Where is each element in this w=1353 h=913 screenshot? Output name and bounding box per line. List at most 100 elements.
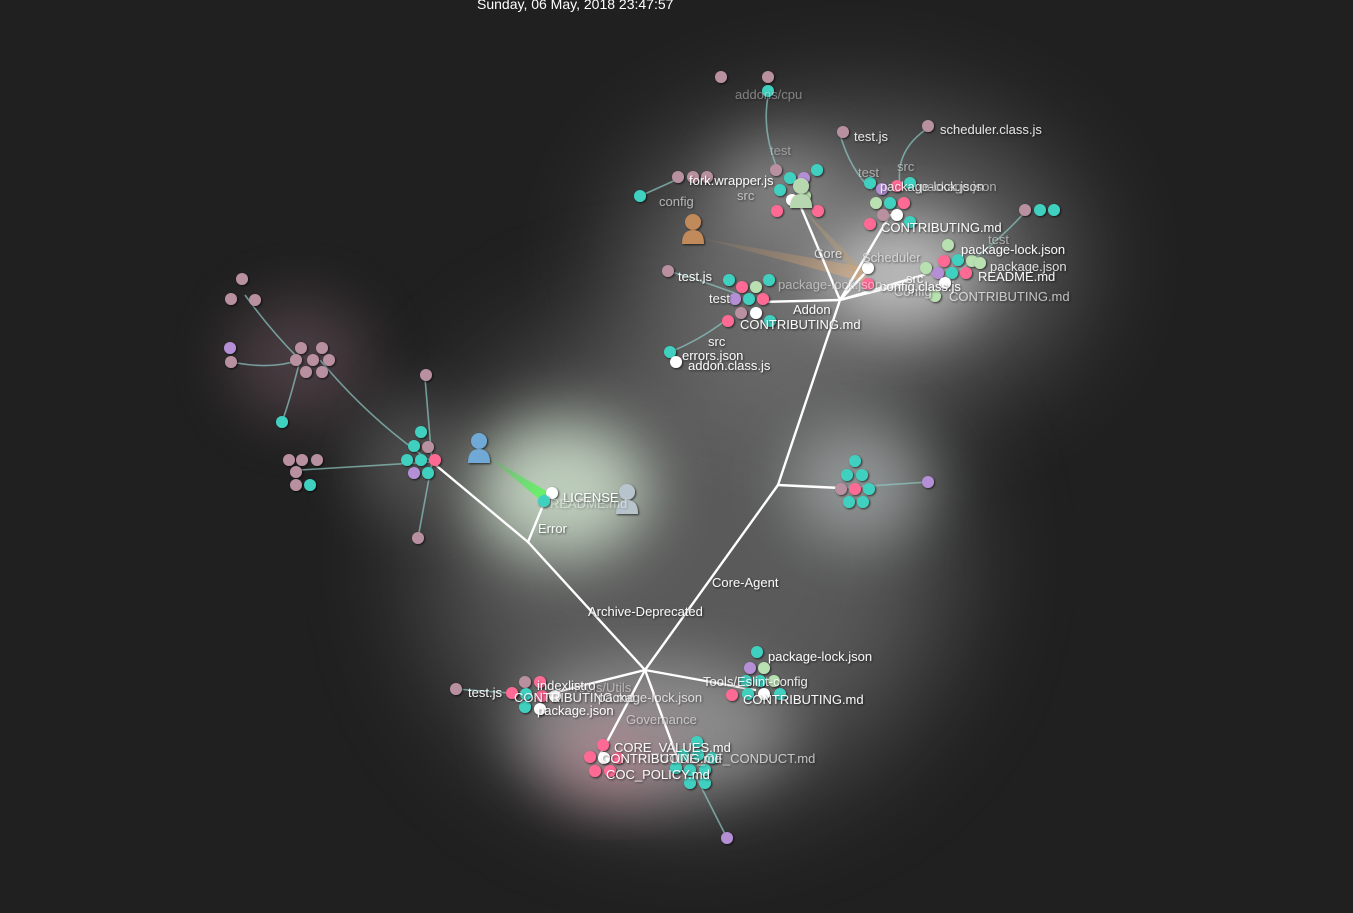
file-node[interactable] <box>762 85 774 97</box>
file-node[interactable] <box>849 483 861 495</box>
file-node[interactable] <box>534 703 546 715</box>
file-node[interactable] <box>670 762 682 774</box>
file-node[interactable] <box>706 752 718 764</box>
file-node[interactable] <box>835 483 847 495</box>
file-node[interactable] <box>699 777 711 789</box>
file-node[interactable] <box>699 764 711 776</box>
file-node[interactable] <box>864 177 876 189</box>
file-node[interactable] <box>236 273 248 285</box>
file-node[interactable] <box>758 688 770 700</box>
file-node[interactable] <box>415 426 427 438</box>
file-node[interactable] <box>922 476 934 488</box>
file-node[interactable] <box>774 184 786 196</box>
file-node[interactable] <box>307 354 319 366</box>
file-node[interactable] <box>408 440 420 452</box>
file-node[interactable] <box>412 532 424 544</box>
file-node[interactable] <box>857 496 869 508</box>
file-node[interactable] <box>757 293 769 305</box>
file-node[interactable] <box>952 254 964 266</box>
file-node[interactable] <box>687 171 699 183</box>
file-node[interactable] <box>598 752 610 764</box>
file-node[interactable] <box>290 479 302 491</box>
file-node[interactable] <box>770 164 782 176</box>
file-node[interactable] <box>726 689 738 701</box>
file-node[interactable] <box>1034 204 1046 216</box>
file-node[interactable] <box>876 183 888 195</box>
file-node[interactable] <box>290 466 302 478</box>
file-node[interactable] <box>768 675 780 687</box>
file-node[interactable] <box>721 832 733 844</box>
file-node[interactable] <box>932 267 944 279</box>
file-node[interactable] <box>316 342 328 354</box>
file-node[interactable] <box>946 267 958 279</box>
file-node[interactable] <box>408 467 420 479</box>
file-node[interactable] <box>939 277 951 289</box>
contributor-avatar[interactable] <box>468 433 490 463</box>
file-node[interactable] <box>762 71 774 83</box>
file-node[interactable] <box>974 257 986 269</box>
file-node[interactable] <box>450 683 462 695</box>
file-node[interactable] <box>538 495 550 507</box>
file-node[interactable] <box>519 676 531 688</box>
file-node[interactable] <box>922 120 934 132</box>
file-node[interactable] <box>519 701 531 713</box>
file-node[interactable] <box>763 274 775 286</box>
file-node[interactable] <box>401 454 413 466</box>
file-node[interactable] <box>870 197 882 209</box>
file-node[interactable] <box>304 479 316 491</box>
file-node[interactable] <box>849 455 861 467</box>
file-node[interactable] <box>684 777 696 789</box>
contributor-avatar[interactable] <box>616 484 638 514</box>
file-node[interactable] <box>276 416 288 428</box>
file-node[interactable] <box>549 690 561 702</box>
file-node[interactable] <box>249 294 261 306</box>
file-node[interactable] <box>811 164 823 176</box>
file-node[interactable] <box>1019 204 1031 216</box>
file-node[interactable] <box>604 765 616 777</box>
file-node[interactable] <box>1048 204 1060 216</box>
file-node[interactable] <box>891 209 903 221</box>
file-node[interactable] <box>904 216 916 228</box>
file-node[interactable] <box>691 736 703 748</box>
file-node[interactable] <box>283 454 295 466</box>
file-node[interactable] <box>670 356 682 368</box>
file-node[interactable] <box>764 315 776 327</box>
file-node[interactable] <box>664 346 676 358</box>
file-node[interactable] <box>784 172 796 184</box>
file-node[interactable] <box>612 752 624 764</box>
file-node[interactable] <box>422 467 434 479</box>
file-node[interactable] <box>225 293 237 305</box>
file-node[interactable] <box>751 646 763 658</box>
file-node[interactable] <box>225 356 237 368</box>
file-node[interactable] <box>735 307 747 319</box>
file-node[interactable] <box>420 369 432 381</box>
file-node[interactable] <box>224 342 236 354</box>
file-node[interactable] <box>862 262 874 274</box>
file-node[interactable] <box>736 281 748 293</box>
file-node[interactable] <box>311 454 323 466</box>
file-node[interactable] <box>520 688 532 700</box>
file-node[interactable] <box>429 454 441 466</box>
file-node[interactable] <box>843 496 855 508</box>
file-node[interactable] <box>597 739 609 751</box>
file-node[interactable] <box>863 483 875 495</box>
file-node[interactable] <box>506 687 518 699</box>
file-node[interactable] <box>290 354 302 366</box>
file-node[interactable] <box>692 749 704 761</box>
file-node[interactable] <box>415 454 427 466</box>
file-node[interactable] <box>722 315 734 327</box>
file-node[interactable] <box>672 171 684 183</box>
file-node[interactable] <box>898 197 910 209</box>
contributor-avatar[interactable] <box>682 214 704 244</box>
file-node[interactable] <box>729 293 741 305</box>
file-node[interactable] <box>841 469 853 481</box>
file-node[interactable] <box>750 281 762 293</box>
file-node[interactable] <box>864 218 876 230</box>
file-node[interactable] <box>296 454 308 466</box>
file-node[interactable] <box>938 255 950 267</box>
file-node[interactable] <box>536 690 548 702</box>
file-node[interactable] <box>584 751 596 763</box>
file-node[interactable] <box>920 262 932 274</box>
file-node[interactable] <box>754 675 766 687</box>
file-node[interactable] <box>744 662 756 674</box>
